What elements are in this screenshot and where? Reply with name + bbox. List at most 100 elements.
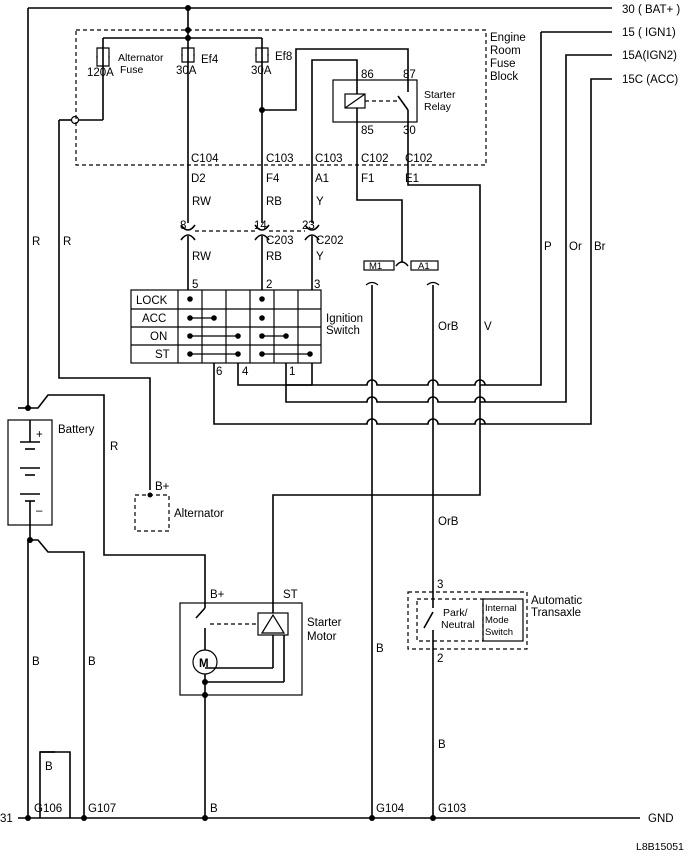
- starter-name-2: Motor: [307, 631, 337, 643]
- starter-bplus: B+: [210, 589, 225, 601]
- relay-name-2: Relay: [424, 101, 452, 113]
- fuse-block-title-4: Block: [490, 71, 518, 83]
- alt-fuse-name-1: Alternator: [118, 52, 164, 64]
- starter-relay: 86 87 85 30 Starter Relay: [332, 69, 456, 137]
- rail-ign2-label: 15A(IGN2): [622, 50, 677, 62]
- wire-color-b5: B: [376, 643, 384, 655]
- starter-motor-symbol: M: [199, 658, 209, 670]
- starter-motor: B+ ST Starter Motor M: [179, 589, 342, 818]
- conn-c102a: C102: [361, 153, 389, 165]
- reference-code: L8B15051: [636, 841, 684, 853]
- wire-color-or: Or: [569, 241, 582, 253]
- ign-pin2: 2: [266, 279, 272, 291]
- fuse-block-title-2: Room: [490, 45, 521, 57]
- alt-terminal: B+: [155, 481, 170, 493]
- wire-color-b3: B: [45, 761, 53, 773]
- tag-a1: A1: [418, 261, 430, 272]
- ef4-name: Ef4: [201, 54, 219, 66]
- wire-color-rb2: RB: [266, 251, 282, 263]
- ign-name-1: Ignition: [326, 313, 363, 325]
- relay-pin30: 30: [403, 125, 416, 137]
- conn-c102b: C102: [405, 153, 433, 165]
- relay-pin86: 86: [361, 69, 374, 81]
- starter-st: ST: [283, 589, 298, 601]
- relay-pin87: 87: [403, 69, 416, 81]
- battery-name: Battery: [58, 424, 95, 436]
- alt-name: Alternator: [174, 508, 224, 520]
- ign-pos-acc: ACC: [142, 313, 166, 325]
- wire-color-b1: B: [32, 656, 40, 668]
- fuse-ef8: 30A Ef8: [251, 47, 292, 223]
- engine-room-fuse-block: Engine Room Fuse Block 120A Alternator F…: [75, 8, 526, 223]
- rail-ign1-label: 15 ( IGN1): [622, 27, 676, 39]
- conn-f4: F4: [266, 173, 280, 185]
- connector-m1-a1: M1 A1: [363, 260, 440, 286]
- conn-c103a: C103: [266, 153, 294, 165]
- wire-color-b2: B: [88, 656, 96, 668]
- ef8-amps: 30A: [251, 65, 272, 77]
- transaxle-mode-1: Internal: [485, 603, 517, 614]
- transaxle-name-2: Transaxle: [531, 607, 581, 619]
- wire-color-v: V: [484, 321, 492, 333]
- tag-m1: M1: [369, 261, 382, 272]
- wire-color-r1: R: [32, 236, 40, 248]
- ground-g103: G103: [438, 803, 466, 815]
- wire-color-b4: B: [210, 803, 218, 815]
- wire-color-orb1: OrB: [438, 321, 459, 333]
- transaxle-pin2: 2: [437, 653, 443, 665]
- ign-pos-on: ON: [150, 331, 167, 343]
- alt-fuse-amps: 120A: [87, 67, 114, 79]
- wire-color-rw2: RW: [192, 251, 211, 263]
- conn-a1: A1: [315, 173, 329, 185]
- wire-color-p: P: [544, 241, 552, 253]
- relay-pin85: 85: [361, 125, 374, 137]
- ground-g104: G104: [376, 803, 405, 815]
- fuse-ef4: 30A Ef4: [176, 47, 219, 223]
- fuse-block-title-3: Fuse: [490, 58, 516, 70]
- rail-acc-label: 15C (ACC): [622, 74, 678, 86]
- battery-plus: +: [36, 429, 43, 441]
- wire-color-y2: Y: [316, 251, 324, 263]
- conn-e1: E1: [405, 173, 419, 185]
- conn-c103b: C103: [315, 153, 343, 165]
- wire-color-y1: Y: [316, 196, 324, 208]
- power-rails: 30 ( BAT+ ) 15 ( IGN1) 15A(IGN2) 15C (AC…: [28, 4, 680, 425]
- rail-bat-label: 30 ( BAT+ ): [622, 4, 680, 16]
- ignition-switch: 5 2 3 LOCK ACC ON ST: [130, 279, 363, 378]
- starter-name-1: Starter: [307, 617, 342, 629]
- pin-23: 23: [302, 220, 315, 232]
- ign-pin5: 5: [192, 279, 198, 291]
- wire-color-r2: R: [63, 236, 71, 248]
- ef4-amps: 30A: [176, 65, 197, 77]
- ground-g107: G107: [88, 803, 116, 815]
- connector-c203-c202: 8 14 23 C203 C202: [180, 220, 344, 247]
- alt-fuse-name-2: Fuse: [120, 64, 144, 76]
- ign-pos-lock: LOCK: [136, 295, 168, 307]
- wire-color-b6: B: [438, 739, 446, 751]
- conn-c203: C203: [266, 235, 294, 247]
- automatic-transaxle: Automatic Transaxle 3 2 Park/ Neutral In…: [407, 579, 582, 818]
- ign-pin3: 3: [314, 279, 320, 291]
- transaxle-mode-2: Mode: [485, 615, 509, 626]
- alternator-fuse: 120A Alternator Fuse: [87, 47, 164, 120]
- conn-d2: D2: [191, 173, 206, 185]
- ground-left-label: 31: [0, 813, 13, 825]
- conn-c104: C104: [191, 153, 219, 165]
- wire-color-rw1: RW: [192, 196, 211, 208]
- ground-bus: 31 GND G106 G107 G104 G103 B: [0, 803, 674, 825]
- alternator: B+ Alternator: [134, 481, 224, 532]
- conn-f1: F1: [361, 173, 374, 185]
- ef8-name: Ef8: [275, 51, 292, 63]
- wire-color-rb1: RB: [266, 196, 282, 208]
- transaxle-mode-3: Switch: [485, 627, 513, 638]
- ground-right-label: GND: [648, 813, 674, 825]
- wire-color-r3: R: [110, 441, 118, 453]
- battery-minus: –: [36, 505, 43, 517]
- transaxle-name-1: Automatic: [531, 595, 582, 607]
- battery: Battery + –: [7, 419, 95, 526]
- ground-g106: G106: [34, 803, 62, 815]
- ign-pos-st: ST: [155, 349, 170, 361]
- ign-name-2: Switch: [326, 325, 360, 337]
- pin-8: 8: [180, 220, 186, 232]
